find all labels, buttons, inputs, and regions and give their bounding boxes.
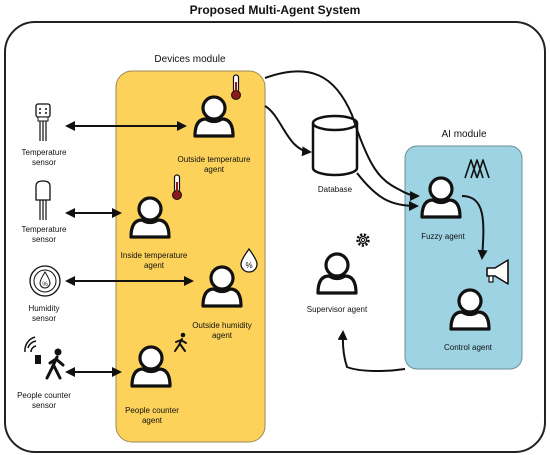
diagram-title: Proposed Multi-Agent System	[190, 3, 361, 17]
running-person-icon	[174, 332, 187, 352]
outside-temperature-agent-label: Outside temperature	[178, 155, 251, 164]
temperature-sensor-2-label: Temperature	[22, 225, 67, 234]
humidity-sensor-icon: %	[29, 265, 61, 297]
gear-icon	[356, 233, 370, 247]
arrow-ai-to-supervisor	[337, 330, 406, 373]
supervisor-agent-label: Supervisor agent	[307, 305, 368, 314]
temperature-sensor-1-label-2: sensor	[32, 158, 56, 167]
ai-module-label: AI module	[441, 129, 486, 140]
control-agent-label: Control agent	[444, 343, 493, 352]
thermometer-icon	[172, 174, 182, 200]
system-frame	[4, 21, 546, 453]
temperature-sensor-icon	[35, 103, 51, 141]
ai-module-box	[404, 145, 523, 370]
database-label: Database	[318, 185, 353, 194]
temperature-sensor-2-label-2: sensor	[32, 235, 56, 244]
arrow-devices-to-fuzzy	[264, 70, 420, 201]
humidity-sensor-label-2: sensor	[32, 314, 56, 323]
fuzzy-agent-label: Fuzzy agent	[421, 232, 465, 241]
thermometer-icon	[231, 74, 241, 100]
arrow-devices-to-database	[264, 105, 312, 157]
devices-module-label: Devices module	[154, 54, 226, 65]
temperature-sensor-1-label: Temperature	[22, 148, 67, 157]
inside-temperature-agent-label: Inside temperature	[121, 251, 188, 260]
arrow-database-to-fuzzy	[356, 172, 419, 211]
arrow-fuzzy-to-control	[461, 195, 488, 260]
humidity-sensor-label: Humidity	[28, 304, 59, 313]
outside-humidity-agent-label-2: agent	[212, 331, 233, 340]
temperature-sensor-icon	[35, 180, 51, 220]
megaphone-icon	[486, 259, 509, 285]
people-counter-agent-label-2: agent	[142, 416, 163, 425]
people-counter-sensor-icon	[24, 336, 65, 380]
people-counter-agent-label: People counter	[125, 406, 179, 415]
outside-humidity-agent-label: Outside humidity	[192, 321, 252, 330]
supervisor-agent-icon	[316, 252, 358, 295]
inside-temperature-agent-label-2: agent	[144, 261, 165, 270]
fuzzy-triangles-icon	[464, 159, 490, 179]
humidity-badge-text: %	[245, 261, 252, 270]
database-icon	[311, 114, 359, 177]
svg-text:%: %	[42, 282, 48, 288]
people-counter-sensor-label-2: sensor	[32, 401, 56, 410]
humidity-drop-icon: %	[240, 247, 258, 273]
people-counter-sensor-label: People counter	[17, 391, 71, 400]
outside-temperature-agent-label-2: agent	[204, 165, 225, 174]
